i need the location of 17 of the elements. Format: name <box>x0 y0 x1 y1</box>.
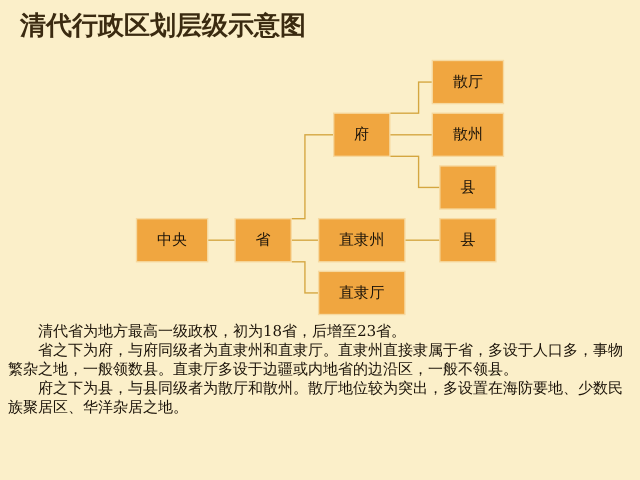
node-box: 中央 <box>136 217 208 262</box>
node-box: 散厅 <box>432 59 504 104</box>
connector <box>404 239 440 240</box>
node-box: 府 <box>333 112 391 157</box>
diagram-title: 清代行政区划层级示意图 <box>20 10 306 43</box>
node-box: 直隶厅 <box>318 270 406 315</box>
connector <box>291 239 320 240</box>
note-paragraph: 府之下为县，与县同级者为散厅和散州。散厅地位较为突出，多设置在海防要地、少数民族聚居区、华洋杂居之地。 <box>8 379 624 417</box>
node-box: 省 <box>234 217 292 262</box>
node-box: 县 <box>439 164 497 210</box>
node-box: 直隶州 <box>318 217 406 262</box>
note-paragraph: 清代省为地方最高一级政权，初为18省，后增至23省。 <box>37 322 408 341</box>
note-paragraph: 省之下为府，与府同级者为直隶州和直隶厅。直隶州直接隶属于省，多设于人口多，事物繁杂之地，一般领数县。直隶厅多设于边疆或内地省的边沿区，一般不领县。 <box>8 341 624 379</box>
connector <box>208 239 236 240</box>
connector <box>390 134 433 135</box>
node-box: 散州 <box>432 112 504 157</box>
node-box: 县 <box>439 217 497 262</box>
